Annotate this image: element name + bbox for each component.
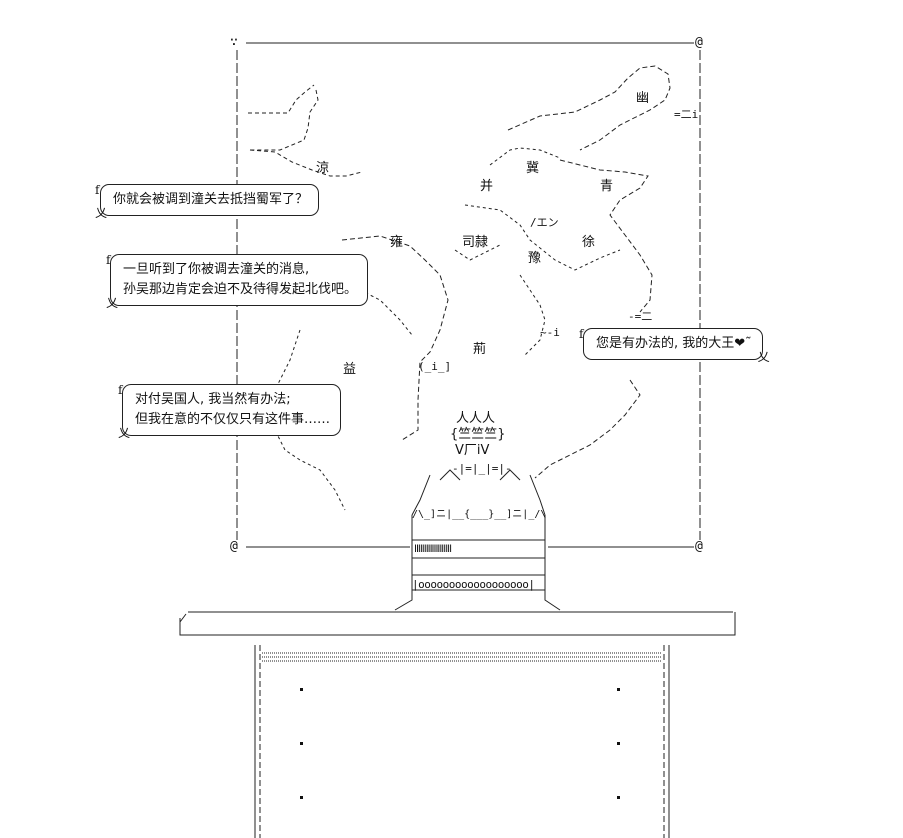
table-dot: [300, 796, 303, 799]
bubble-line: 孙吴那边肯定会迫不及待得发起北伐吧。: [123, 282, 358, 297]
bubble-tail-mark: 乂: [118, 426, 131, 440]
region-you: 幽: [636, 91, 650, 106]
bubble-tail-mark: 乂: [757, 350, 770, 364]
ascii-ni-mark: =二i: [674, 108, 699, 121]
region-qing: 青: [600, 179, 614, 194]
speech-bubble-1: f 你就会被调到潼关去抵挡蜀军了？ 乂: [95, 183, 320, 220]
frame-corner-top-right: @: [695, 35, 703, 50]
crown-row-3: V厂iV: [455, 443, 490, 458]
stand-bottom-row: |oooooooooooooooooo|: [412, 578, 535, 591]
region-xu: 徐: [582, 235, 596, 250]
stand-outline: [394, 515, 561, 611]
stand-neck: [411, 469, 546, 516]
table-dot: [617, 796, 620, 799]
map-main-coast: [341, 65, 671, 479]
frame-corner-bottom-right: @: [695, 539, 703, 554]
bubble-line: 您是有办法的, 我的大王❤˜: [596, 336, 752, 351]
region-yu: 豫: [528, 251, 542, 266]
region-ji: 冀: [526, 161, 540, 176]
table-dot: [300, 742, 303, 745]
vase-base-row: /\_]ニ|__{___}__]ニ|_/\: [412, 509, 547, 520]
table-top: [179, 611, 736, 636]
ascii-i-label: (_i_]: [418, 360, 452, 373]
crown-row-4: -|=|_|=|-: [452, 462, 512, 475]
ascii-tilde-mark: ~-i: [540, 326, 560, 339]
region-bing: 并: [480, 179, 494, 194]
region-jing: 荊: [473, 342, 487, 357]
bubble-line: 你就会被调到潼关去抵挡蜀军了？: [113, 192, 309, 207]
table-dot: [617, 742, 620, 745]
region-liang: 涼: [316, 161, 330, 176]
region-sili: 司隷: [462, 235, 489, 250]
bubble-line: 但我在意的不仅仅只有这件事……: [135, 412, 331, 427]
bubble-line: 对付吴国人, 我当然有办法;: [135, 392, 291, 407]
bubble-f-mark: f: [106, 253, 111, 267]
crown-row-2: {竺竺竺}: [450, 427, 506, 442]
table-dot: [300, 688, 303, 691]
bubble-f-mark: f: [118, 383, 123, 397]
bubble-tail-mark: 乂: [106, 296, 119, 310]
bubble-f-mark: f: [579, 327, 584, 341]
speech-bubble-4: f 您是有办法的, 我的大王❤˜ 乂: [579, 327, 770, 364]
table-dot: [617, 688, 620, 691]
bubble-line: 一旦听到了你被调去潼关的消息,: [123, 262, 310, 277]
stand-top-row: ⅠⅠⅠⅠⅠⅠⅠⅠⅠⅠⅠⅠⅠⅠⅠⅠⅠⅠⅠ: [414, 544, 452, 555]
frame-corner-bottom-left: @: [230, 539, 238, 554]
crown-row-1: 人人人: [456, 411, 496, 426]
frame-corner-top-left: ∵: [230, 35, 238, 50]
map-west-coast: [248, 84, 363, 177]
region-yi: 益: [343, 362, 357, 377]
region-yong: 雍: [390, 235, 404, 250]
ascii-en-mark: /エン: [530, 216, 559, 229]
map-interior-borders: [269, 147, 621, 511]
bubble-tail-mark: 乂: [95, 206, 108, 220]
bubble-f-mark: f: [95, 183, 100, 197]
speech-bubble-3: f 对付吴国人, 我当然有办法; 但我在意的不仅仅只有这件事…… 乂: [118, 383, 342, 440]
speech-bubble-2: f 一旦听到了你被调去潼关的消息, 孙吴那边肯定会迫不及待得发起北伐吧。 乂: [106, 253, 369, 310]
ascii-jiang-mark: -=二: [628, 310, 653, 323]
